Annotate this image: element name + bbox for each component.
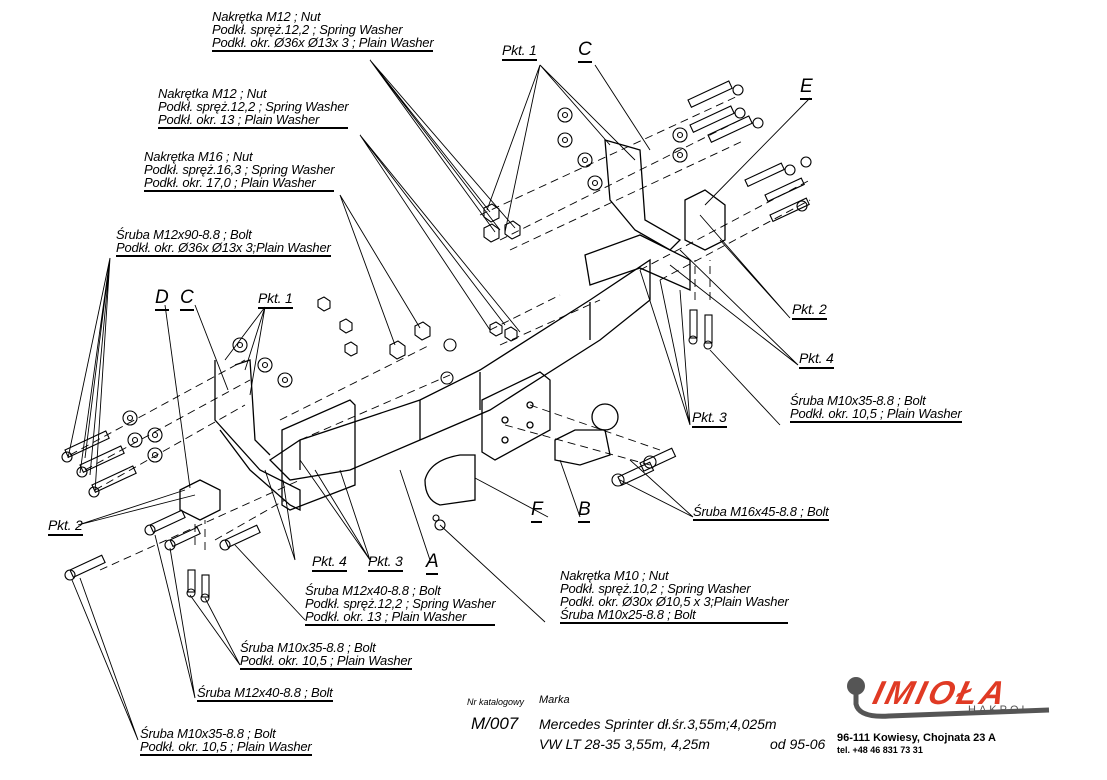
part-label-f: F	[531, 499, 543, 523]
left-bracket-c	[214, 359, 301, 512]
part-label-c-top: C	[578, 39, 592, 63]
tow-ball	[591, 403, 619, 431]
callout-line: Podkł. okr. 17,0 ; Plain Washer	[144, 176, 335, 192]
callout-line: Nakrętka M12 ; Nut	[212, 9, 321, 24]
callout-line: Podkł. spręż.16,3 ; Spring Washer	[144, 162, 335, 177]
vehicle-line-2: VW LT 28-35 3,55m, 4,25m	[539, 736, 710, 752]
company-logo: IMIOŁA HAKPOL	[834, 672, 1050, 722]
part-label-c-left: C	[180, 287, 194, 311]
callout-bolt-m10x35-bottom: Śruba M10x35-8.8 ; Bolt Podkł. okr. 10,5…	[140, 727, 312, 756]
callout-line: Podkł. spręż.12,2 ; Spring Washer	[158, 99, 349, 114]
point-label-pkt2-right: Pkt. 2	[792, 301, 827, 320]
bolt	[64, 554, 106, 581]
bolt	[200, 574, 210, 603]
vehicle-line-1: Mercedes Sprinter dł.śr.3,55m;4,025m	[539, 716, 777, 732]
catalog-number-label: Nr katalogowy	[467, 697, 525, 707]
bolt	[707, 115, 764, 143]
bolt	[769, 197, 810, 223]
right-bracket-c	[604, 139, 682, 251]
callout-line: Podkł. okr. Ø36x Ø13x 3;Plain Washer	[116, 240, 331, 257]
callout-line: Podkł. okr. Ø30x Ø10,5 x 3;Plain Washer	[560, 594, 789, 609]
point-label-pkt3-center: Pkt. 3	[368, 553, 403, 572]
callout-line: Podkł. okr. Ø36x Ø13x 3 ; Plain Washer	[212, 35, 434, 52]
bolt	[61, 430, 110, 463]
part-label-b: B	[578, 499, 591, 523]
callout-line: Śruba M12x40-8.8 ; Bolt	[197, 685, 333, 702]
point-label-pkt4-center: Pkt. 4	[312, 553, 347, 572]
bolt	[639, 447, 677, 472]
logo-subtitle: HAKPOL	[968, 704, 1031, 716]
callout-bolt-m16x45: Śruba M16x45-8.8 ; Bolt	[693, 505, 829, 521]
point-label-pkt1-left: Pkt. 1	[258, 290, 293, 309]
bolt	[689, 105, 746, 133]
point-label-pkt4-right: Pkt. 4	[799, 350, 834, 369]
bolt	[703, 314, 713, 350]
callout-line: Podkł. spręż.10,2 ; Spring Washer	[560, 581, 751, 596]
bolt	[744, 162, 796, 188]
bolt	[88, 465, 137, 498]
callout-bolt-m10x35-mid: Śruba M10x35-8.8 ; Bolt Podkł. okr. 10,5…	[240, 641, 412, 670]
ball-mount-plate	[481, 371, 551, 461]
bolt	[219, 524, 261, 551]
point-label-pkt2-left: Pkt. 2	[48, 517, 83, 536]
callout-line: Nakrętka M16 ; Nut	[144, 149, 253, 164]
callout-line: Śruba M10x35-8.8 ; Bolt	[140, 726, 276, 741]
bolt	[76, 445, 125, 478]
callout-bolt-m12x40-center: Śruba M12x40-8.8 ; Bolt Podkł. spręż.12,…	[305, 583, 496, 626]
callout-line: Śruba M10x35-8.8 ; Bolt	[790, 393, 926, 408]
callout-line: Śruba M10x35-8.8 ; Bolt	[240, 640, 376, 655]
callout-nut-m12-b: Nakrętka M12 ; Nut Podkł. spręż.12,2 ; S…	[158, 86, 349, 129]
callout-bolt-m12x40-left: Śruba M12x40-8.8 ; Bolt	[197, 686, 333, 702]
bolt	[186, 569, 196, 598]
callout-line: Śruba M16x45-8.8 ; Bolt	[693, 504, 829, 521]
company-address: 96-111 Kowiesy, Chojnata 23 A	[837, 732, 996, 744]
callout-line: Śruba M12x40-8.8 ; Bolt	[305, 583, 441, 598]
bolt	[611, 461, 655, 487]
part-label-d: D	[155, 287, 169, 311]
point-label-pkt3-right: Pkt. 3	[692, 409, 727, 428]
bolt	[687, 80, 744, 108]
catalog-number: M/007	[471, 714, 519, 733]
right-end-plate	[584, 234, 691, 291]
callout-line: Podkł. okr. 10,5 ; Plain Washer	[790, 406, 962, 423]
logo-hook-icon	[847, 677, 1050, 719]
callout-line: Podkł. spręż.12,2 ; Spring Washer	[212, 22, 403, 37]
callout-line: Nakrętka M10 ; Nut	[560, 568, 669, 583]
company-phone: tel. +48 46 831 73 31	[837, 745, 923, 755]
point-label-pkt1-top: Pkt. 1	[502, 42, 537, 61]
callout-nut-m10: Nakrętka M10 ; Nut Podkł. spręż.10,2 ; S…	[560, 568, 789, 624]
production-date: od 95-06	[770, 736, 826, 752]
electrical-socket-plate	[424, 454, 476, 506]
callout-line: Nakrętka M12 ; Nut	[158, 86, 267, 101]
callout-line: Podkł. okr. 13 ; Plain Washer	[305, 610, 496, 626]
left-end-plate	[281, 399, 356, 511]
tow-bar-crossbeam	[268, 258, 651, 481]
bolt	[144, 509, 186, 536]
part-label-e: E	[800, 76, 813, 100]
callout-bolt-m12x90: Śruba M12x90-8.8 ; Bolt Podkł. okr. Ø36x…	[116, 228, 331, 257]
bracket-d	[179, 479, 221, 521]
callout-nut-m16: Nakrętka M16 ; Nut Podkł. spręż.16,3 ; S…	[144, 149, 335, 192]
brand-label: Marka	[539, 694, 570, 706]
callout-line: Śruba M10x25-8.8 ; Bolt	[560, 608, 789, 624]
part-label-a: A	[426, 551, 439, 575]
callout-line: Śruba M12x90-8.8 ; Bolt	[116, 227, 252, 242]
callout-line: Podkł. okr. 13 ; Plain Washer	[158, 113, 349, 129]
callout-line: Podkł. okr. 10,5 ; Plain Washer	[140, 739, 312, 756]
callout-line: Podkł. okr. 10,5 ; Plain Washer	[240, 653, 412, 670]
callout-bolt-m10x35-right: Śruba M10x35-8.8 ; Bolt Podkł. okr. 10,5…	[790, 394, 962, 423]
bolt	[764, 156, 812, 203]
callout-line: Podkł. spręż.12,2 ; Spring Washer	[305, 596, 496, 611]
callout-nut-m12-top: Nakrętka M12 ; Nut Podkł. spręż.12,2 ; S…	[212, 9, 434, 52]
tow-hook-neck	[554, 429, 611, 466]
bolt	[688, 309, 698, 345]
bracket-e	[684, 189, 726, 251]
